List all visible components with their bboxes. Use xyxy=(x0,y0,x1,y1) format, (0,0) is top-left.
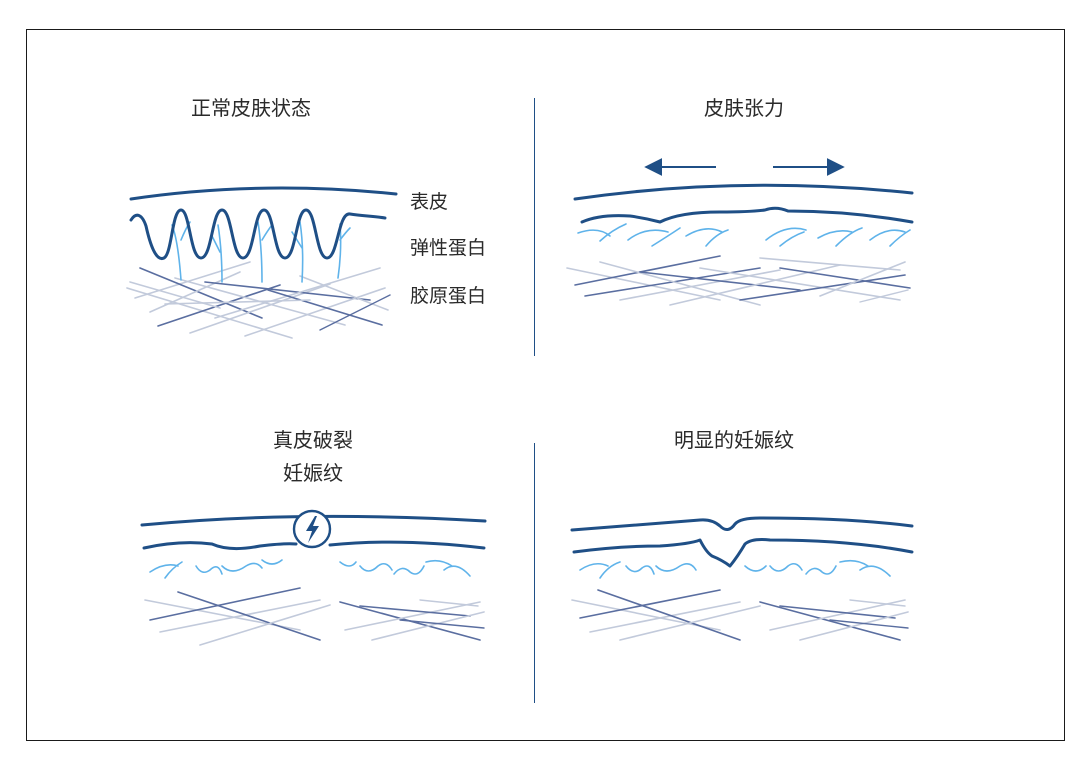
collagen-mesh-normal xyxy=(126,261,391,339)
panel-skin-tension xyxy=(566,158,914,306)
elastin-fibers-tension xyxy=(577,223,911,247)
epidermis-line-normal xyxy=(129,186,398,201)
label-epidermis: 表皮 xyxy=(410,191,449,213)
panel-title-rupture-line2: 妊娠纹 xyxy=(283,461,343,485)
collagen-mesh-visible xyxy=(571,589,909,641)
panel-title-visible: 明显的妊娠纹 xyxy=(674,428,794,452)
dermal-line-rupture-left xyxy=(142,541,298,551)
figure-frame xyxy=(26,29,1065,741)
panel-visible-marks xyxy=(570,516,914,641)
label-elastin: 弹性蛋白 xyxy=(410,237,487,259)
dermal-line-visible xyxy=(572,538,914,568)
label-collagen: 胶原蛋白 xyxy=(410,285,487,307)
vertical-divider-bottom xyxy=(534,443,535,703)
dermal-line-rupture-right xyxy=(328,540,486,550)
elastin-fibers-visible xyxy=(579,559,891,579)
dermal-line-tension xyxy=(580,206,914,224)
vertical-divider-top xyxy=(534,98,535,356)
elastin-fibers-rupture xyxy=(149,559,471,579)
lightning-bolt-icon xyxy=(292,509,332,549)
epidermis-line-tension xyxy=(573,183,914,201)
panel-title-tension: 皮肤张力 xyxy=(704,96,784,120)
panel-normal-skin xyxy=(126,186,398,339)
panel-title-rupture-line1: 真皮破裂 xyxy=(273,428,353,452)
panel-dermis-rupture xyxy=(140,509,487,646)
elastin-fibers-normal xyxy=(171,221,351,283)
dermal-wave-normal xyxy=(129,208,387,260)
collagen-mesh-rupture xyxy=(144,587,485,646)
epidermis-line-visible xyxy=(570,516,914,532)
collagen-mesh-tension xyxy=(566,255,911,306)
panel-title-normal: 正常皮肤状态 xyxy=(191,96,311,120)
